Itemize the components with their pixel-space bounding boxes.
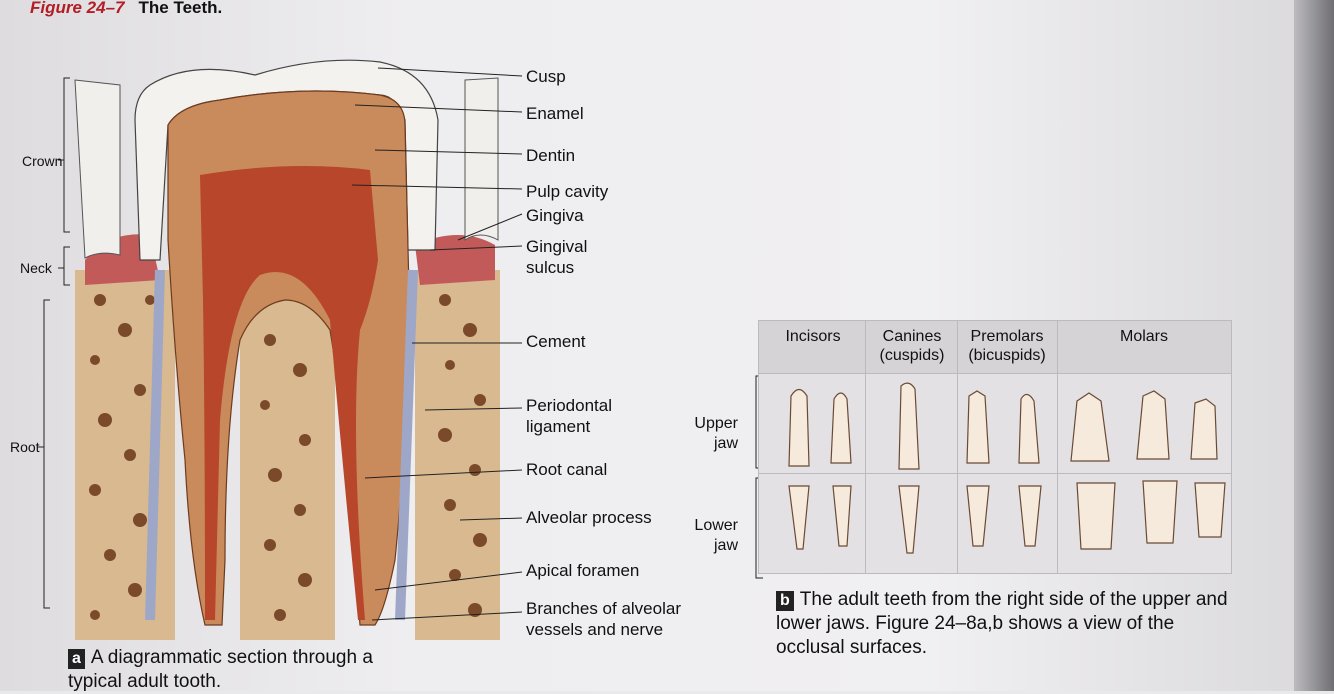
label-gingiva: Gingiva [526, 205, 584, 226]
alveolar-bone-right [415, 270, 500, 640]
lower-incisor-2 [833, 486, 851, 546]
caption-a-badge: a [68, 649, 85, 669]
upper-premolar-2 [1019, 394, 1039, 463]
upper-molar-2 [1137, 391, 1169, 459]
teeth-table: Incisors Canines (cuspids) Premolars (bi… [758, 320, 1232, 574]
upper-incisor-2 [831, 393, 851, 463]
caption-b-badge: b [776, 591, 794, 611]
region-crown: Crown [22, 153, 62, 169]
label-cusp: Cusp [526, 66, 566, 87]
upper-incisor-1 [789, 390, 809, 467]
upper-molar-1 [1071, 393, 1109, 461]
lower-molar-2 [1143, 481, 1177, 543]
neighbor-tooth-right [465, 78, 498, 240]
alveolar-bone-mid [240, 300, 335, 640]
label-gingival-sulcus: Gingival sulcus [526, 236, 596, 278]
lower-premolar-2 [1019, 486, 1041, 546]
caption-b-text: The adult teeth from the right side of t… [776, 589, 1228, 658]
caption-a-text: A diagrammatic section through a typical… [68, 647, 373, 692]
upper-canine [899, 383, 919, 469]
label-branches: Branches of alveolar vessels and nerve [526, 598, 706, 640]
upper-premolar-1 [967, 391, 989, 463]
label-pulp-cavity: Pulp cavity [526, 181, 608, 202]
label-root-canal: Root canal [526, 459, 607, 480]
lower-premolar-1 [967, 486, 989, 546]
lower-canine [899, 486, 919, 553]
region-neck: Neck [20, 260, 52, 276]
row-upper-jaw: Upper jaw [676, 414, 738, 454]
neighbor-tooth-left [75, 80, 120, 258]
label-enamel: Enamel [526, 103, 584, 124]
lower-incisor-1 [789, 486, 809, 549]
upper-molar-3 [1191, 399, 1217, 459]
label-cement: Cement [526, 331, 586, 352]
row-lower-jaw: Lower jaw [676, 516, 738, 556]
lower-molar-3 [1195, 483, 1225, 537]
label-alveolar-process: Alveolar process [526, 507, 652, 528]
region-root: Root [10, 439, 40, 455]
label-apical-foramen: Apical foramen [526, 560, 639, 581]
lower-molar-1 [1077, 483, 1115, 549]
label-dentin: Dentin [526, 145, 575, 166]
label-periodontal-ligament: Periodontal ligament [526, 395, 626, 437]
teeth-illustrations [759, 321, 1231, 573]
